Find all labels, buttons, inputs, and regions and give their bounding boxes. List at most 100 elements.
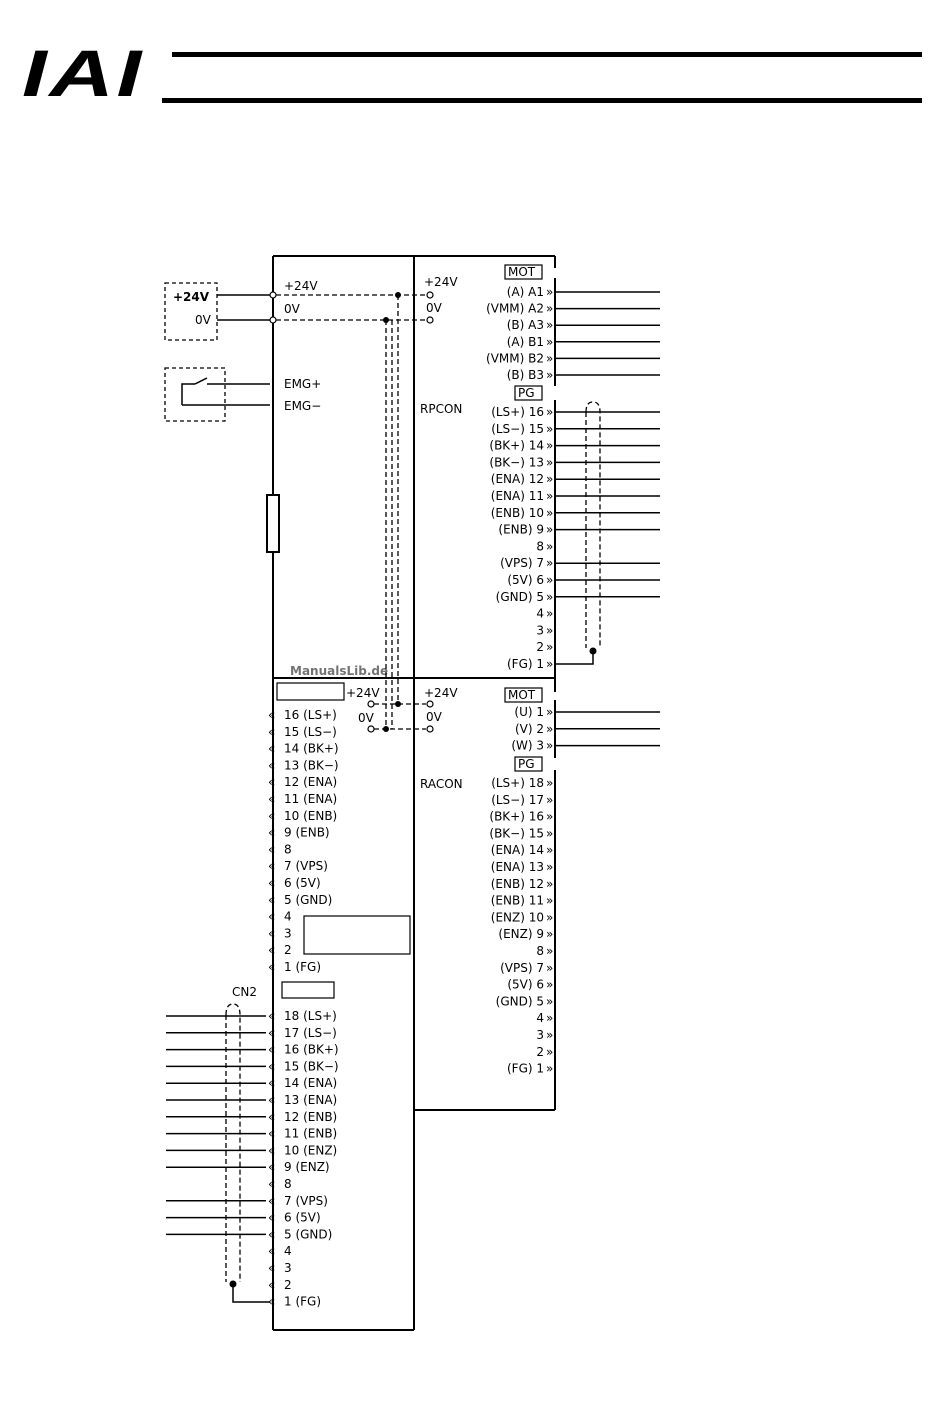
lower-pg-pin-connector: » — [546, 1062, 553, 1076]
upper-pg-pin-connector: » — [546, 607, 553, 621]
upper-pg-pin-connector: » — [546, 623, 553, 637]
lower-pg-pin-connector: » — [546, 793, 553, 807]
upper-pg-pin-label: (ENB) 9 — [498, 523, 544, 537]
cn2-pin-label: 7 (VPS) — [284, 1194, 328, 1208]
left-pg-pin-label: 8 — [284, 842, 292, 856]
upper-pg-pin-label: (FG) 1 — [507, 657, 544, 671]
cn2-pin-label: 9 (ENZ) — [284, 1160, 330, 1174]
cn2-pin-connector: « — [268, 1211, 275, 1225]
lower-mot-pin-connector: » — [546, 705, 553, 719]
left-pg-pin-label: 14 (BK+) — [284, 742, 339, 756]
lower-mot-pin-label: (V) 2 — [515, 722, 544, 736]
upper-pg-pin-connector: » — [546, 590, 553, 604]
lower-pg-pin-label: (5V) 6 — [507, 978, 544, 992]
cn2-pin-list: «18 (LS+)«17 (LS−)«16 (BK+)«15 (BK−)«14 … — [166, 1009, 339, 1309]
lower-pg-pin-label: 3 — [536, 1028, 544, 1042]
upper-pg-pin-label: (5V) 6 — [507, 573, 544, 587]
upper-pg-pin-list: (LS+) 16»(LS−) 15»(BK+) 14»(BK−) 13»(ENA… — [489, 405, 660, 671]
upper-mot-pin-label: (VMM) B2 — [486, 351, 544, 365]
supply-plus-label: +24V — [173, 290, 210, 304]
upper-pg-pin-connector: » — [546, 405, 553, 419]
left-pg-pin-label: 10 (ENB) — [284, 809, 337, 823]
upper-pg-pin-connector: » — [546, 439, 553, 453]
page-header: IAI — [0, 0, 950, 120]
cn2-pin-connector: « — [268, 1295, 275, 1309]
lower-pg-pin-label: (FG) 1 — [507, 1062, 544, 1076]
lower-mot-pin-connector: » — [546, 722, 553, 736]
lower-pg-pin-connector: » — [546, 910, 553, 924]
left-pg-pin-connector: « — [268, 809, 275, 823]
cn2-pin-connector: « — [268, 1227, 275, 1241]
upper-pg-pin-connector: » — [546, 489, 553, 503]
left-pg-pin-connector: « — [268, 910, 275, 924]
lower-pg-pin-label: 4 — [536, 1011, 544, 1025]
upper-pg-pin-label: (ENA) 11 — [491, 489, 544, 503]
left-pg-pin-label: 12 (ENA) — [284, 775, 337, 789]
left-pg-pin-connector: « — [268, 742, 275, 756]
upper-mot-pin-connector: » — [546, 302, 553, 316]
left-pg-pin-list: «16 (LS+)«15 (LS−)«14 (BK+)«13 (BK−)«12 … — [268, 708, 339, 974]
upper-mot-pin-label: (A) B1 — [507, 335, 544, 349]
cn2-pin-connector: « — [268, 1278, 275, 1292]
left-pg-pin-connector: « — [268, 926, 275, 940]
lower-pg-pin-label: (ENZ) 10 — [491, 910, 544, 924]
lower-pg-pin-connector: » — [546, 1028, 553, 1042]
left-pg-pin-connector: « — [268, 876, 275, 890]
header-rule-top — [172, 52, 922, 57]
left-pg-pin-label: 16 (LS+) — [284, 708, 337, 722]
upper-pg-pin-label: (LS+) 16 — [491, 405, 544, 419]
left-pg-pin-label: 2 — [284, 943, 292, 957]
upper-shield — [585, 401, 601, 648]
left-pg-pin-connector: « — [268, 758, 275, 772]
lower-pg-pin-label: 2 — [536, 1045, 544, 1059]
cn2-pin-connector: « — [268, 1127, 275, 1141]
upper-pg-pin-connector: » — [546, 472, 553, 486]
left-pg-pin-connector: « — [268, 960, 275, 974]
lower-pg-pin-connector: » — [546, 927, 553, 941]
lower-pg-pin-label: (ENA) 14 — [491, 843, 544, 857]
lower-terminal-zero-label: 0V — [358, 711, 375, 725]
upper-mot-pin-label: (VMM) A2 — [486, 302, 544, 316]
left-blank-box-small — [281, 981, 335, 999]
cn2-pin-connector: « — [268, 1244, 275, 1258]
upper-pg-pin-label: (LS−) 15 — [491, 422, 544, 436]
cn2-pin-connector: « — [268, 1194, 275, 1208]
upper-inner-plus-label: +24V — [424, 275, 458, 289]
lower-pg-pin-connector: » — [546, 994, 553, 1008]
cn2-pin-label: 15 (BK−) — [284, 1059, 339, 1073]
lower-pg-pin-label: 8 — [536, 944, 544, 958]
upper-pg-pin-label: (ENA) 12 — [491, 472, 544, 486]
left-pg-pin-label: 4 — [284, 910, 292, 924]
cn2-pin-label: 1 (FG) — [284, 1295, 321, 1309]
upper-terminal-zero-label: 0V — [284, 302, 301, 316]
left-pg-pin-connector: « — [268, 826, 275, 840]
upper-controller-name: RPCON — [420, 402, 462, 416]
lower-pg-pin-label: (ENB) 11 — [491, 894, 544, 908]
left-pg-pin-connector: « — [268, 725, 275, 739]
frames — [272, 255, 556, 1331]
lower-pg-pin-connector: » — [546, 961, 553, 975]
upper-inner-zero-label: 0V — [426, 301, 443, 315]
cn2-shield — [225, 1003, 241, 1282]
upper-pg-pin-connector: » — [546, 455, 553, 469]
lower-inner-zero-label: 0V — [426, 710, 443, 724]
upper-pg-pin-label: (VPS) 7 — [500, 556, 544, 570]
upper-pg-pin-label: (ENB) 10 — [491, 506, 544, 520]
cn2-pin-label: 6 (5V) — [284, 1211, 321, 1225]
upper-mot-pin-connector: » — [546, 318, 553, 332]
upper-pg-pin-connector: » — [546, 539, 553, 553]
lower-mot-label: MOT — [508, 688, 536, 702]
upper-pg-pin-label: 8 — [536, 539, 544, 553]
cn2-pin-connector: « — [268, 1261, 275, 1275]
upper-mot-pin-connector: » — [546, 335, 553, 349]
upper-pg-pin-label: 3 — [536, 623, 544, 637]
left-pg-pin-label: 7 (VPS) — [284, 859, 328, 873]
cn2-pin-connector: « — [268, 1059, 275, 1073]
lower-pg-pin-label: (ENZ) 9 — [498, 927, 544, 941]
upper-mot-pin-connector: » — [546, 285, 553, 299]
lower-pg-pin-connector: » — [546, 810, 553, 824]
left-pg-pin-label: 9 (ENB) — [284, 826, 330, 840]
upper-pg-pin-connector: » — [546, 573, 553, 587]
lower-blank-box — [276, 682, 345, 701]
cn2-pin-label: 14 (ENA) — [284, 1076, 337, 1090]
